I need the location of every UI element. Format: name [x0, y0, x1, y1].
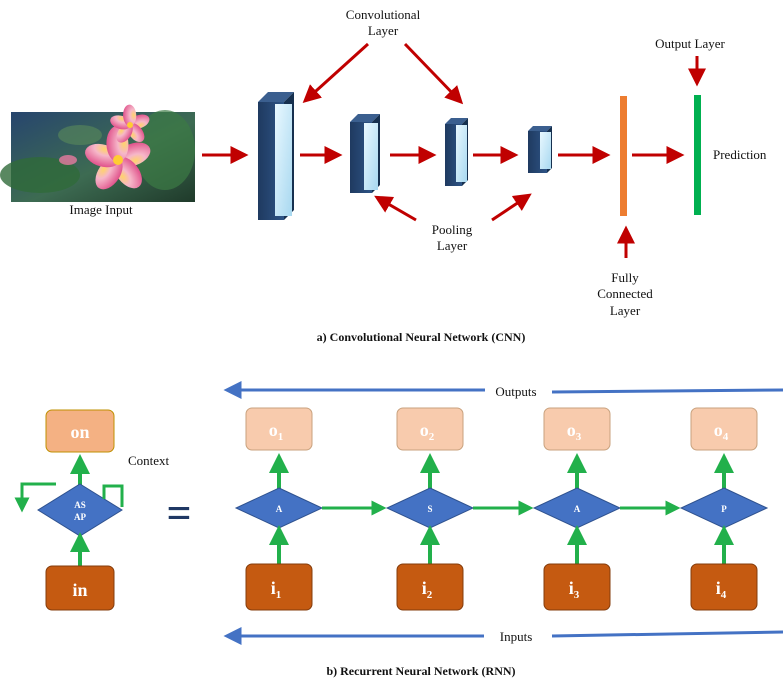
input-label-1-main: i — [271, 578, 276, 598]
output-label-1-main: o — [269, 420, 278, 440]
output-label-4-main: o — [714, 420, 723, 440]
outputs-label: Outputs — [495, 384, 536, 399]
outputs-arrow-right-segment — [551, 388, 783, 394]
input-label-3-main: i — [569, 578, 574, 598]
output-label-2-main: o — [420, 420, 429, 440]
fully-connected-bar — [620, 96, 627, 216]
cnn-section: Image Input — [0, 7, 767, 344]
cell-label-2: S — [427, 504, 432, 514]
output-label-4: o4 — [714, 420, 729, 443]
input-label-1: i1 — [271, 578, 282, 601]
input-box-3 — [543, 563, 611, 611]
cell-label-3: A — [574, 504, 581, 514]
pool-block-2 — [528, 126, 552, 173]
folded-rnn: on AS AP Context in — [14, 409, 170, 611]
input-label-3: i3 — [569, 578, 580, 601]
folded-output-box — [45, 409, 115, 453]
output-label-2: o2 — [420, 420, 435, 443]
input-label-1-subscript: 1 — [276, 589, 282, 601]
folded-input-box — [45, 565, 115, 611]
output-box-3 — [543, 407, 611, 451]
flower-image — [0, 104, 195, 202]
prediction-label: Prediction — [713, 147, 767, 162]
pooling-layer-label-line1: Pooling — [432, 222, 473, 237]
input-label-2-subscript: 2 — [427, 589, 433, 601]
cell-label-1: A — [276, 504, 283, 514]
input-label-2: i2 — [422, 578, 433, 601]
input-box-4 — [690, 563, 758, 611]
output-label-3: o3 — [567, 420, 582, 443]
image-input-label: Image Input — [69, 202, 133, 217]
output-label-2-subscript: 2 — [429, 431, 435, 443]
cell-label-4: P — [721, 504, 727, 514]
folded-cell-label-line2: AP — [74, 512, 86, 522]
context-label: Context — [128, 453, 170, 468]
output-box-2 — [396, 407, 464, 451]
conv-layer-label-line2: Layer — [368, 23, 399, 38]
input-label-4-subscript: 4 — [721, 589, 727, 601]
fc-layer-label-line1: Fully — [611, 270, 639, 285]
output-label-3-main: o — [567, 420, 576, 440]
input-box-2 — [396, 563, 464, 611]
input-label-3-subscript: 3 — [574, 589, 580, 601]
conv-layer-label-line1: Convolutional — [346, 7, 421, 22]
inputs-label: Inputs — [500, 629, 533, 644]
output-label-4-subscript: 4 — [723, 431, 729, 443]
folded-cell-label-line1: AS — [74, 500, 86, 510]
folded-output-label: on — [70, 422, 89, 442]
output-layer-label: Output Layer — [655, 36, 725, 51]
conv-block-2 — [445, 118, 468, 186]
folded-context-loop-right — [102, 484, 124, 507]
output-box-4 — [690, 407, 758, 451]
output-layer-bar — [694, 95, 701, 215]
conv-block-1 — [258, 92, 294, 220]
equals-sign: = — [166, 489, 191, 538]
inputs-arrow-right-segment — [551, 630, 783, 638]
fc-layer-label-line2: Connected — [597, 286, 653, 301]
conv-pointer-arrow-right — [403, 42, 464, 105]
folded-context-loop-left — [14, 482, 56, 513]
fc-layer-label-line3: Layer — [610, 303, 641, 318]
pooling-layer-label-line2: Layer — [437, 238, 468, 253]
output-label-1-subscript: 1 — [278, 431, 284, 443]
input-box-1 — [245, 563, 313, 611]
input-label-2-main: i — [422, 578, 427, 598]
input-label-4-main: i — [716, 578, 721, 598]
folded-input-label: in — [72, 580, 87, 600]
pool-pointer-arrow-right — [491, 193, 532, 222]
conv-pointer-arrow-left — [302, 42, 370, 104]
rnn-section: Outputs Inputs on AS AP Context in = o1A… — [14, 381, 783, 678]
folded-cell-diamond — [37, 483, 123, 537]
pool-pointer-arrow-left — [374, 195, 417, 222]
cnn-caption: a) Convolutional Neural Network (CNN) — [317, 330, 526, 344]
pool-block-1 — [350, 114, 380, 193]
output-box-1 — [245, 407, 313, 451]
output-label-3-subscript: 3 — [576, 431, 582, 443]
output-label-1: o1 — [269, 420, 284, 443]
rnn-caption: b) Recurrent Neural Network (RNN) — [326, 664, 515, 678]
input-label-4: i4 — [716, 578, 727, 601]
